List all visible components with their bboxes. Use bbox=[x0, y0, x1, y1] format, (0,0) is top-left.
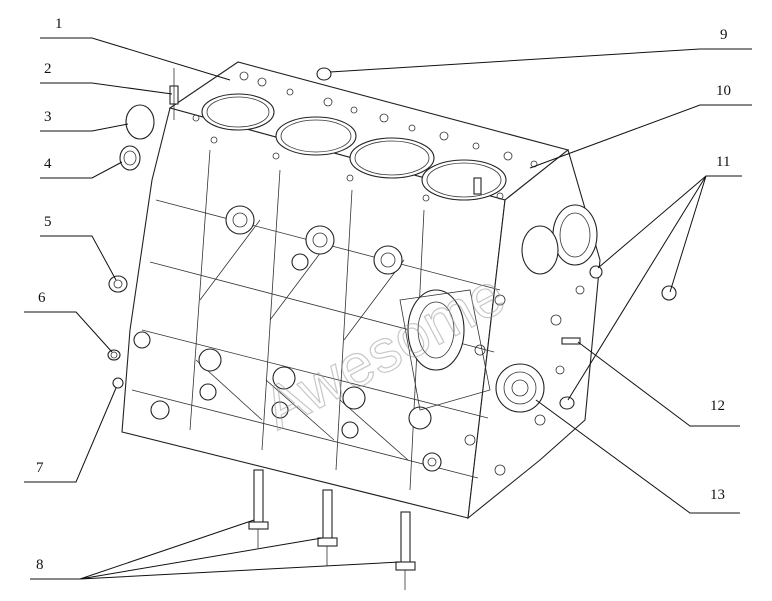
callout-label-7: 7 bbox=[36, 460, 44, 476]
main-bearing-bolts-part-8 bbox=[248, 469, 416, 590]
callout-label-4: 4 bbox=[44, 156, 52, 172]
plug-part-5 bbox=[108, 275, 128, 293]
callout-label-2: 2 bbox=[44, 61, 52, 77]
callout-label-10: 10 bbox=[716, 83, 731, 99]
cylinder-block bbox=[121, 61, 601, 520]
callout-labels: 1 2 3 4 5 6 7 8 9 10 11 12 13 bbox=[36, 16, 731, 573]
dowel-pin-part-10 bbox=[473, 177, 482, 195]
callout-label-13: 13 bbox=[710, 487, 725, 503]
callout-label-8: 8 bbox=[36, 557, 44, 573]
callout-label-6: 6 bbox=[38, 290, 46, 306]
seal-cap-part-4 bbox=[119, 145, 141, 171]
callout-label-9: 9 bbox=[720, 27, 728, 43]
callout-label-1: 1 bbox=[55, 16, 63, 32]
plugs-part-11 bbox=[559, 265, 677, 410]
plug-part-6 bbox=[107, 349, 121, 361]
plug-part-7 bbox=[112, 377, 124, 389]
callout-label-3: 3 bbox=[44, 109, 52, 125]
pin-part-12 bbox=[561, 337, 581, 345]
callout-label-5: 5 bbox=[44, 214, 52, 230]
callout-label-12: 12 bbox=[710, 398, 725, 414]
o-ring-part-3 bbox=[125, 104, 155, 140]
callout-label-11: 11 bbox=[716, 154, 730, 170]
plug-part-9 bbox=[316, 67, 332, 81]
dowel-pin-part-2 bbox=[169, 68, 179, 120]
leader-lines bbox=[24, 37, 752, 580]
